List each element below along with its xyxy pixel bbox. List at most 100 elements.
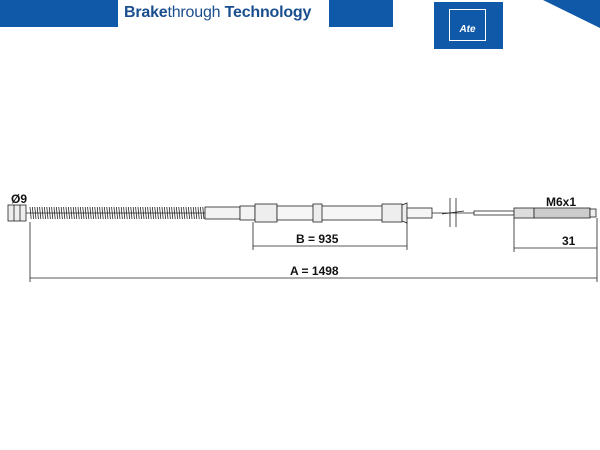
spring-turn	[48, 206, 51, 220]
spring-turn	[34, 206, 37, 220]
dimension-a-label: A = 1498	[290, 264, 339, 278]
spring-turn	[168, 206, 171, 220]
spring-turn	[156, 206, 159, 220]
spring-turn	[84, 206, 87, 220]
spring-turn	[140, 206, 142, 220]
spring-turn	[130, 206, 133, 220]
thread-label: M6x1	[546, 195, 576, 209]
spring-turn	[178, 206, 181, 220]
spring-turn	[180, 206, 183, 220]
nut-right	[381, 203, 403, 223]
spring-turn	[118, 206, 121, 220]
spring-turn	[63, 206, 66, 220]
spring-turn	[185, 206, 188, 220]
spring-turn	[190, 206, 193, 220]
spring-turn	[197, 206, 200, 220]
nut-left	[254, 203, 278, 223]
outer-sheath-end	[406, 207, 433, 219]
spring-turn	[36, 206, 39, 220]
spring-turn	[195, 206, 198, 220]
spring-turn	[68, 206, 70, 220]
spring-turn	[96, 206, 99, 220]
brand-tagline: Brakethrough Technology	[124, 4, 311, 22]
spring-turn	[111, 206, 114, 220]
threaded-end	[533, 207, 591, 219]
ate-logo: Ate	[434, 2, 503, 49]
spring-turn	[60, 206, 63, 220]
spring-turn	[89, 206, 92, 220]
spring-turn	[32, 206, 34, 220]
left-end-fitting	[7, 204, 27, 222]
spring-turn	[166, 206, 169, 220]
spring-turn	[56, 206, 58, 220]
spring-turn	[147, 206, 150, 220]
center-nut	[312, 203, 323, 223]
spring-turn	[75, 206, 78, 220]
spring-turn	[58, 206, 61, 220]
spring-turn	[161, 206, 164, 220]
spring-turn	[53, 206, 56, 220]
threaded-sleeve	[513, 207, 535, 219]
diameter-label: Ø9	[11, 192, 27, 206]
spring-turn	[77, 206, 80, 220]
spring-turn	[192, 206, 195, 220]
spring-turn	[183, 206, 186, 220]
spring-turn	[171, 206, 174, 220]
dimension-b-label: B = 935	[296, 232, 339, 246]
spring-turn	[113, 206, 116, 220]
flange	[401, 202, 408, 224]
spring-turn	[123, 206, 126, 220]
spring-turn	[72, 206, 75, 220]
spring-turn	[44, 206, 46, 220]
end-tip	[589, 208, 597, 218]
spring-turn	[29, 206, 32, 220]
brand-regular: through	[167, 4, 221, 21]
spring-turn	[106, 206, 109, 220]
spring-turn	[173, 206, 176, 220]
spring-coil	[29, 206, 205, 220]
spring-turn	[144, 206, 147, 220]
spring-turn	[94, 206, 97, 220]
inner-wire	[473, 210, 515, 216]
dimension-31-label: 31	[562, 234, 576, 248]
spring-turn	[39, 206, 42, 220]
brand-bold-1: Brake	[124, 4, 168, 21]
spring-turn	[80, 206, 82, 220]
spring-turn	[135, 206, 138, 220]
spring-turn	[132, 206, 135, 220]
spring-turn	[41, 206, 44, 220]
spring-turn	[70, 206, 73, 220]
spring-turn	[152, 206, 154, 220]
ate-logo-mark: Ate	[449, 9, 486, 41]
spring-turn	[137, 206, 140, 220]
spring-turn	[176, 206, 178, 220]
spring-turn	[116, 206, 118, 220]
ferrule	[239, 205, 256, 221]
spring-turn	[92, 206, 94, 220]
spring-turn	[82, 206, 85, 220]
spring-turn	[125, 206, 128, 220]
spring-turn	[108, 206, 111, 220]
spring-turn	[51, 206, 54, 220]
spring-turn	[99, 206, 102, 220]
spring-turn	[46, 206, 49, 220]
spring-turn	[104, 206, 106, 220]
sleeve	[204, 206, 241, 220]
spring-turn	[120, 206, 123, 220]
spring-turn	[128, 206, 130, 220]
spring-turn	[87, 206, 90, 220]
spring-turn	[142, 206, 145, 220]
adjuster-body	[276, 205, 385, 221]
header-bar-left	[0, 0, 118, 27]
spring-turn	[202, 206, 205, 220]
spring-turn	[65, 206, 68, 220]
header-triangle	[543, 0, 600, 28]
header-bar-mid	[329, 0, 393, 27]
spring-turn	[154, 206, 157, 220]
spring-turn	[159, 206, 162, 220]
brand-bold-2: Technology	[224, 4, 312, 21]
spring-turn	[101, 206, 104, 220]
break-mark	[441, 210, 465, 215]
spring-turn	[149, 206, 152, 220]
spring-turn	[200, 206, 202, 220]
